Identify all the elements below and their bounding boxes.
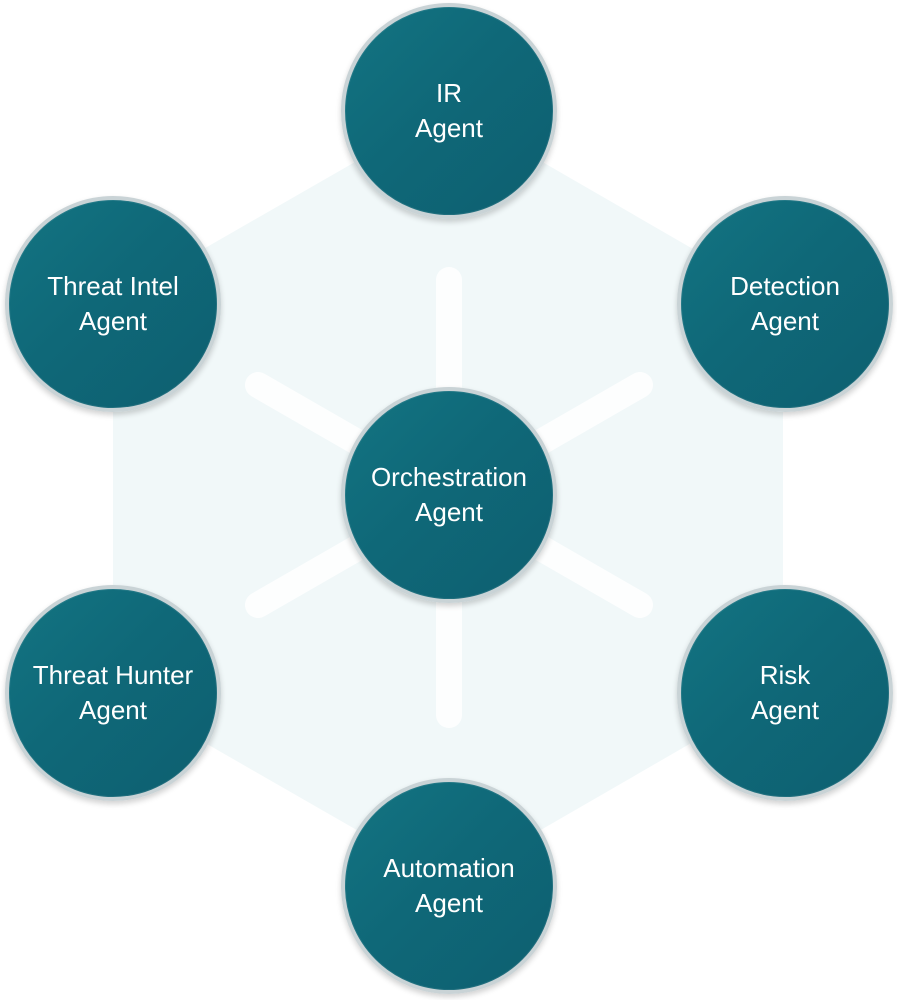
ir-agent-line2: Agent	[415, 113, 483, 143]
automation-agent-line1: Automation	[383, 853, 515, 883]
orchestration-agent-label: Orchestration Agent	[371, 460, 527, 530]
risk-agent-line1: Risk	[759, 660, 811, 690]
threat-intel-agent-line2: Agent	[79, 306, 147, 336]
ir-agent-label: IR Agent	[415, 76, 483, 146]
automation-agent-label: Automation Agent	[383, 851, 515, 921]
detection-agent-line1: Detection	[730, 271, 840, 301]
detection-agent-label: Detection Agent	[730, 269, 840, 339]
threat-hunter-agent-line2: Agent	[79, 695, 147, 725]
ir-agent-node: IR Agent	[341, 3, 557, 219]
risk-agent-line2: Agent	[751, 695, 819, 725]
orchestration-agent-line1: Orchestration	[370, 462, 528, 492]
threat-hunter-agent-node: Threat Hunter Agent	[5, 585, 221, 801]
threat-intel-agent-label: Threat Intel Agent	[47, 269, 179, 339]
orchestration-agent-node: Orchestration Agent	[341, 387, 557, 603]
orchestration-agent-line2: Agent	[415, 497, 483, 527]
threat-intel-agent-node: Threat Intel Agent	[5, 196, 221, 412]
risk-agent-node: Risk Agent	[677, 585, 893, 801]
threat-intel-agent-line1: Threat Intel	[47, 271, 179, 301]
risk-agent-label: Risk Agent	[751, 658, 819, 728]
automation-agent-line2: Agent	[415, 888, 483, 918]
detection-agent-node: Detection Agent	[677, 196, 893, 412]
threat-hunter-agent-label: Threat Hunter Agent	[33, 658, 193, 728]
detection-agent-line2: Agent	[751, 306, 819, 336]
threat-hunter-agent-line1: Threat Hunter	[32, 660, 194, 690]
automation-agent-node: Automation Agent	[341, 778, 557, 994]
ir-agent-line1: IR	[435, 78, 462, 108]
